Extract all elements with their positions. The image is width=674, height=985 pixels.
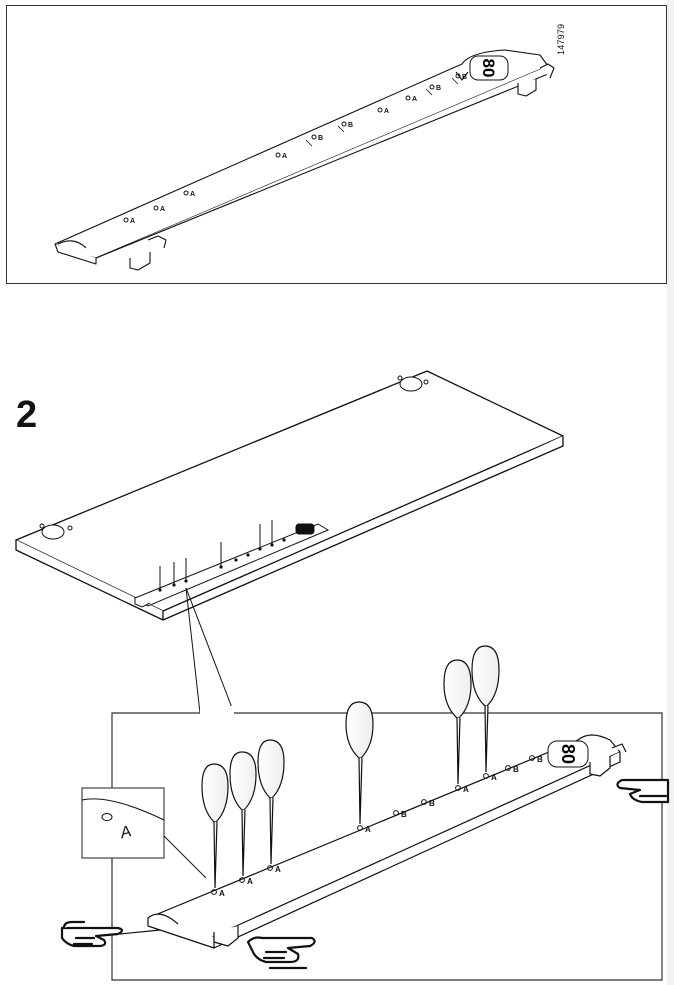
top-panel-frame — [6, 5, 667, 284]
awl-2 — [229, 751, 257, 877]
svg-text:B: B — [436, 85, 441, 92]
awl-3 — [257, 739, 285, 865]
detail-inset: A — [81, 787, 207, 879]
svg-text:A: A — [365, 825, 371, 834]
shelf-board — [15, 370, 564, 621]
strip-number-detail: 80 — [547, 740, 589, 768]
awl-tools — [201, 645, 500, 889]
step-number: 2 — [16, 394, 38, 436]
guide-strip-detail — [119, 734, 627, 949]
svg-text:A: A — [384, 108, 389, 115]
hole-marks-top: A A A A B B A A B B — [123, 73, 467, 225]
hand-pointer-left — [60, 920, 124, 948]
svg-text:A: A — [282, 153, 287, 160]
svg-text:B: B — [429, 799, 435, 808]
svg-text:A: A — [160, 206, 165, 213]
svg-text:B: B — [401, 810, 407, 819]
svg-text:A: A — [219, 889, 225, 898]
svg-text:A: A — [130, 218, 135, 225]
awl-1 — [201, 763, 229, 889]
svg-text:A: A — [275, 865, 281, 874]
svg-text:A: A — [247, 877, 253, 886]
guide-strip-top — [54, 49, 555, 271]
hole-marks-detail: A A A A B B A A B B — [211, 755, 543, 898]
board-strip — [133, 523, 330, 608]
svg-text:80: 80 — [479, 59, 498, 78]
hand-pointer-bottom — [246, 936, 316, 970]
board-strip-holes — [158, 538, 286, 592]
svg-text:A: A — [190, 191, 195, 198]
svg-text:B: B — [537, 755, 543, 764]
svg-text:B: B — [513, 765, 519, 774]
awl-6 — [471, 645, 500, 773]
svg-text:80: 80 — [558, 744, 578, 764]
svg-text:B: B — [318, 135, 323, 142]
awl-4 — [345, 701, 374, 825]
svg-text:A: A — [412, 96, 417, 103]
hand-pointer-right — [616, 778, 670, 804]
board-holes — [39, 375, 429, 540]
page-edge — [667, 0, 674, 985]
detail-frame — [111, 712, 663, 981]
strip-score-lines-top — [305, 77, 459, 147]
svg-text:B: B — [462, 74, 467, 81]
svg-text:B: B — [348, 122, 353, 129]
zoom-lines — [185, 587, 235, 714]
board-awls — [159, 520, 273, 588]
svg-text:A: A — [491, 773, 497, 782]
svg-text:A: A — [463, 785, 469, 794]
strip-number-top: 80 — [469, 55, 509, 81]
awl-5 — [443, 659, 472, 785]
svg-text:A: A — [118, 823, 134, 842]
